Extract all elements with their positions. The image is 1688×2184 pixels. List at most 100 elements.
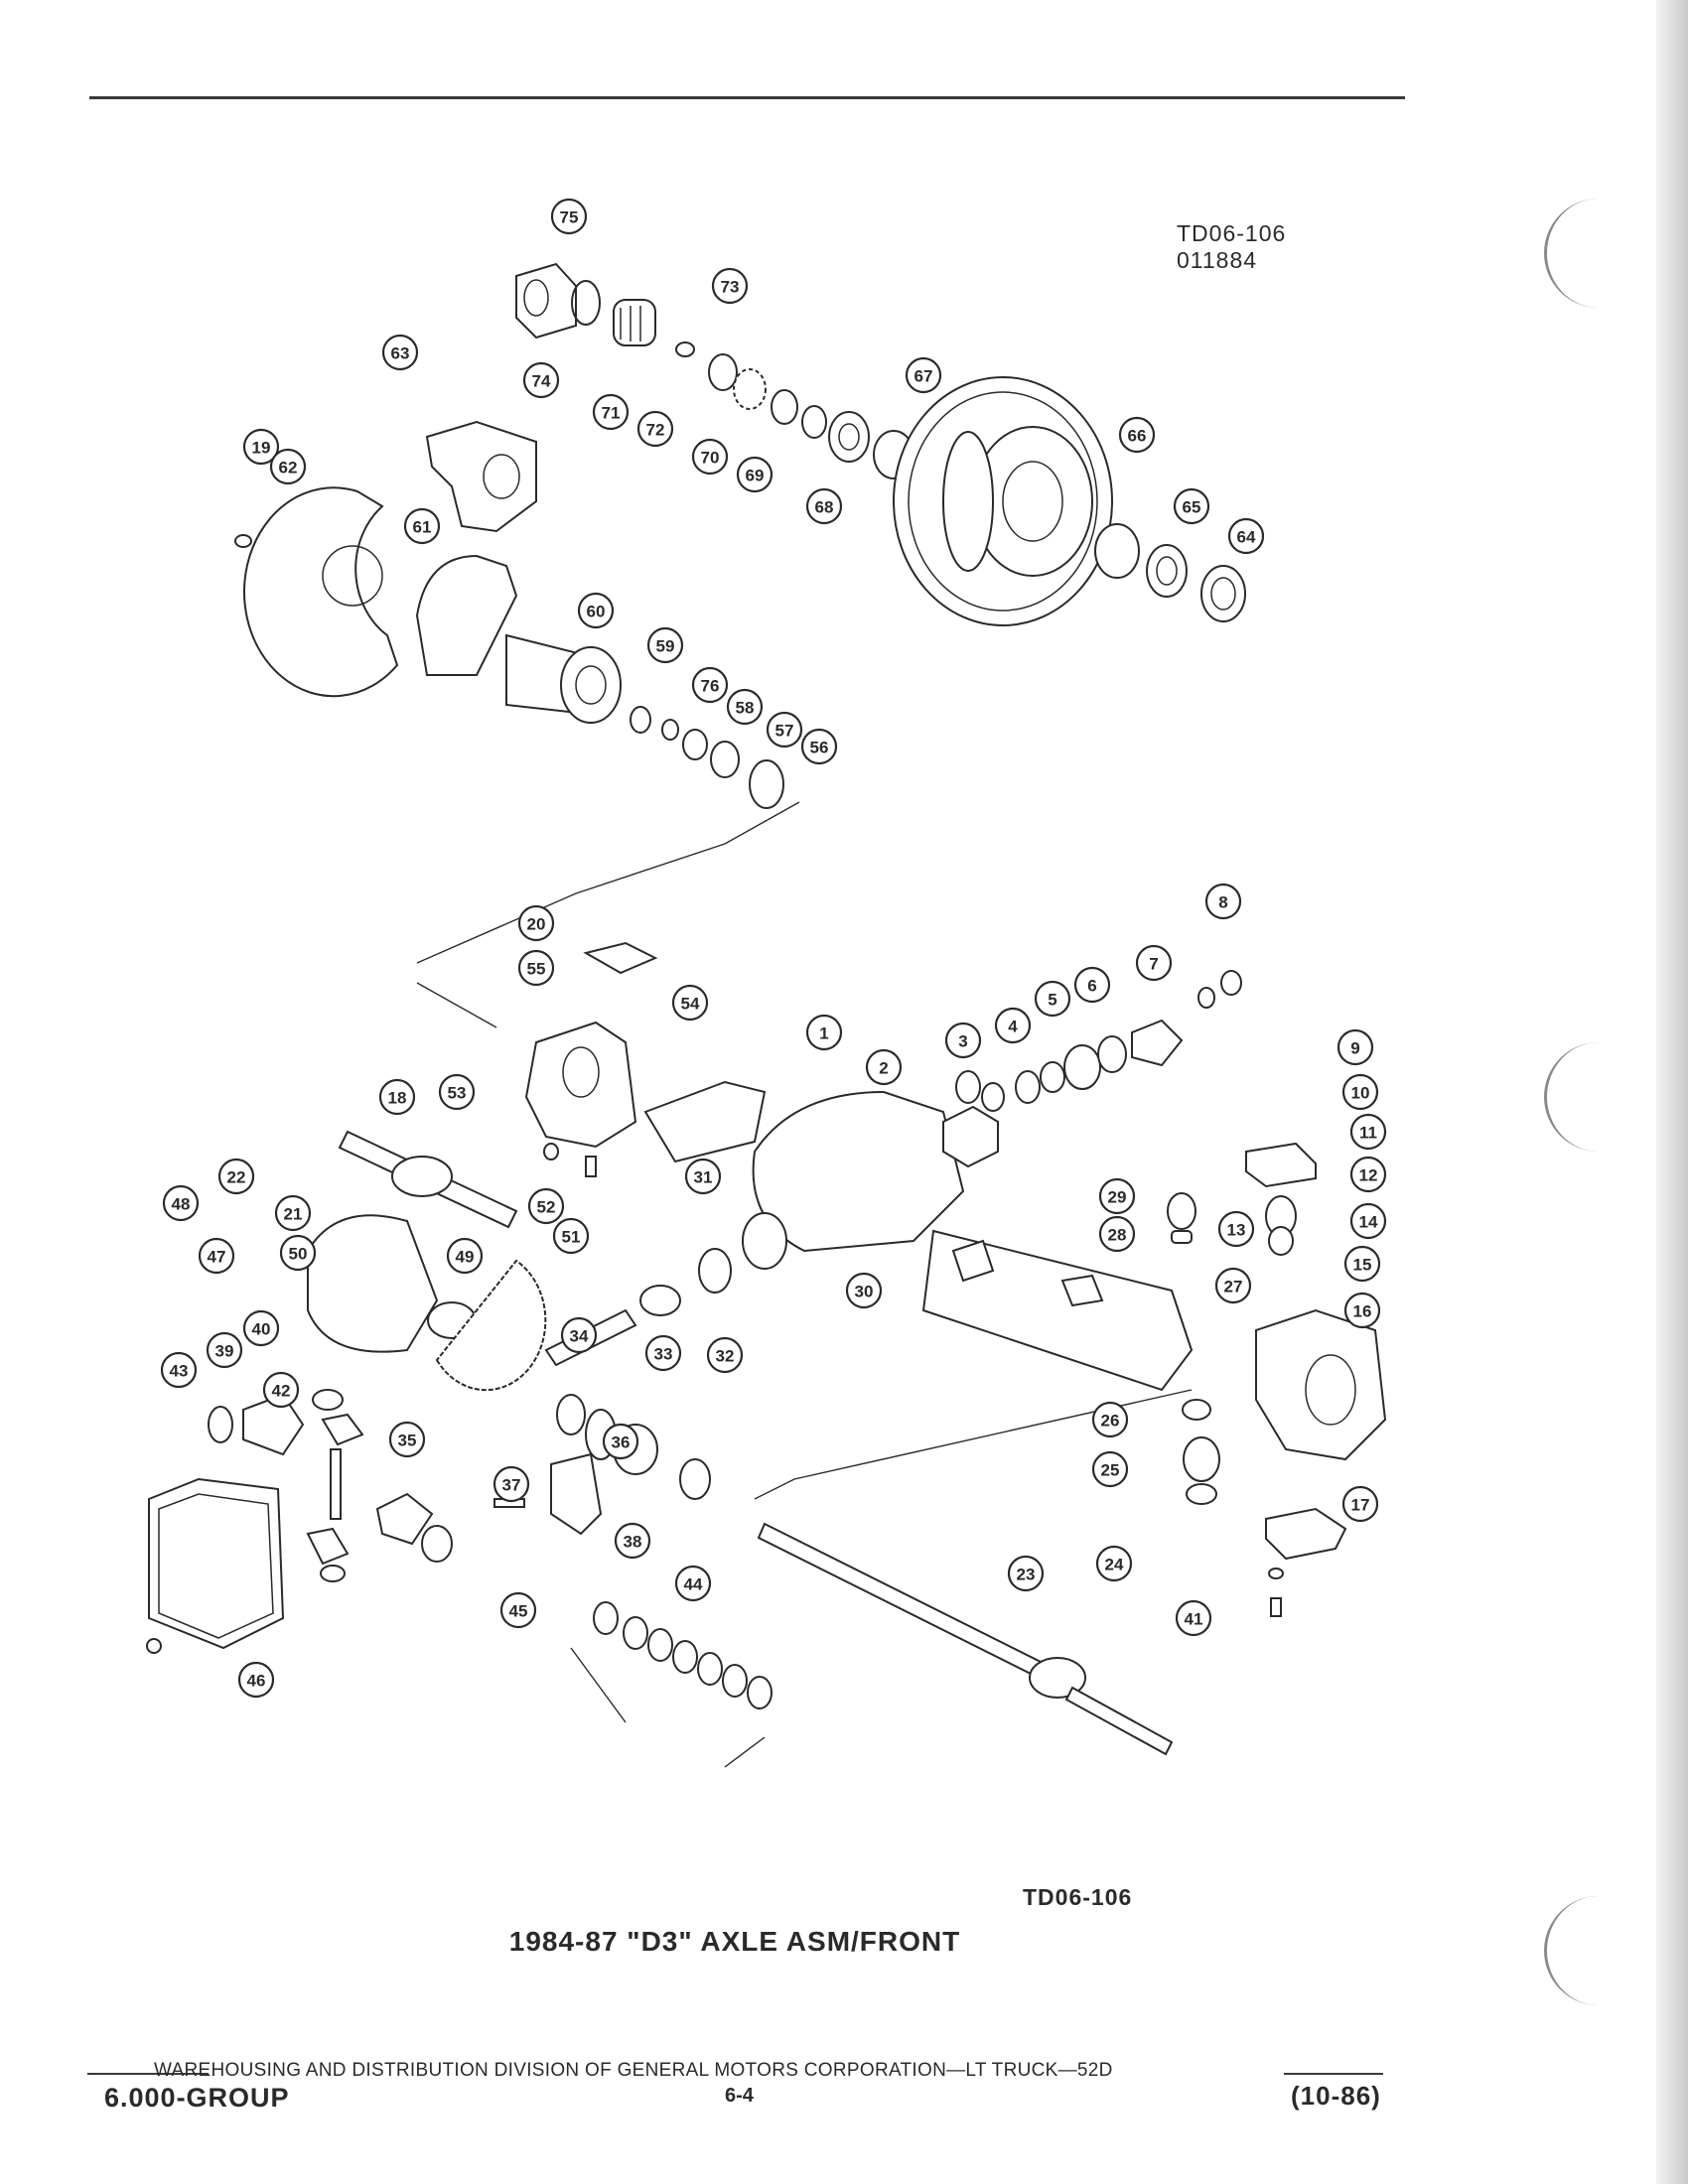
callout-number: 21 [284,1205,303,1224]
callout-balloon-15: 15 [1343,1245,1381,1283]
lower-ball-joint [1265,1507,1347,1561]
callout-balloon-11: 11 [1349,1113,1387,1151]
callout-number: 62 [279,459,298,478]
callout-balloon-6: 6 [1073,966,1111,1004]
callout-number: 53 [448,1084,467,1103]
callout-balloon-66: 66 [1118,416,1156,454]
callout-balloon-70: 70 [691,438,729,476]
callout-number: 1 [819,1024,828,1043]
callout-balloon-10: 10 [1341,1073,1379,1111]
callout-number: 41 [1185,1610,1203,1629]
callout-balloon-59: 59 [646,626,684,664]
callout-balloon-67: 67 [905,356,942,394]
footer-credit: WAREHOUSING AND DISTRIBUTION DIVISION OF… [154,2060,1113,2081]
callout-number: 75 [560,208,579,227]
callout-number: 38 [624,1533,642,1552]
callout-number: 16 [1353,1302,1372,1321]
callout-balloon-56: 56 [800,728,838,765]
callout-balloon-16: 16 [1343,1292,1381,1329]
callout-balloon-33: 33 [644,1334,682,1372]
callout-balloon-24: 24 [1095,1545,1133,1582]
callout-balloon-46: 46 [237,1661,275,1699]
binder-hole-top [1544,199,1617,308]
callout-number: 42 [272,1382,291,1401]
callout-balloon-13: 13 [1217,1210,1255,1248]
callout-number: 58 [736,699,755,718]
callout-balloon-63: 63 [381,334,419,371]
revision-date: (10-86) [1291,2081,1381,2111]
callout-number: 59 [656,637,675,656]
callout-number: 49 [456,1248,475,1267]
pinion-shaft [330,1448,342,1520]
callout-balloon-22: 22 [217,1158,255,1195]
callout-number: 37 [502,1476,521,1495]
drawing-ref-code: TD06-106 [1177,220,1287,246]
callout-balloon-19: 19 [242,428,280,466]
callout-number: 8 [1218,893,1227,912]
callout-balloon-7: 7 [1135,944,1173,982]
callout-balloon-20: 20 [517,904,555,942]
callout-balloon-53: 53 [438,1073,476,1111]
footer-rule-right [1284,2073,1383,2075]
callout-number: 39 [215,1342,234,1361]
callout-balloon-62: 62 [269,448,307,485]
callout-balloon-29: 29 [1098,1177,1136,1215]
callout-balloon-57: 57 [766,711,803,749]
side-gear-right [375,1492,434,1546]
binder-hole-middle [1544,1042,1617,1152]
callout-balloon-71: 71 [592,393,630,431]
callout-number: 4 [1008,1018,1018,1036]
callout-balloon-14: 14 [1349,1202,1387,1240]
callout-number: 48 [172,1195,191,1214]
callout-number: 14 [1359,1213,1378,1232]
callout-number: 72 [646,421,665,440]
callout-balloon-9: 9 [1336,1028,1374,1066]
callout-number: 44 [684,1575,703,1594]
callout-number: 24 [1105,1556,1124,1574]
caliper [425,420,537,533]
callout-balloon-1: 1 [805,1014,843,1051]
callout-balloon-30: 30 [845,1272,883,1309]
callout-balloon-34: 34 [560,1316,598,1354]
callout-number: 5 [1048,991,1056,1010]
callout-number: 55 [527,960,546,979]
callout-number: 11 [1359,1124,1377,1143]
callout-number: 19 [252,439,271,458]
header-rule [89,96,1405,99]
callout-number: 35 [398,1432,417,1450]
callout-number: 22 [227,1168,246,1187]
callout-number: 66 [1128,427,1147,446]
callout-number: 54 [681,995,700,1014]
differential-internals [146,1130,787,1768]
callout-balloon-61: 61 [403,507,441,545]
callout-balloon-54: 54 [671,984,709,1022]
callout-number: 76 [701,677,720,696]
callout-balloon-2: 2 [865,1048,903,1086]
callout-balloon-25: 25 [1091,1450,1129,1488]
callout-balloon-32: 32 [706,1336,744,1374]
callout-balloon-51: 51 [552,1217,590,1255]
hub-seal [1200,565,1246,622]
callout-balloon-45: 45 [499,1591,537,1629]
inner-bearing-cup [1094,523,1140,579]
right-steering-knuckle [1255,1308,1387,1461]
callout-number: 3 [958,1032,967,1051]
callout-balloon-50: 50 [279,1234,317,1272]
callout-number: 69 [746,467,765,485]
callout-balloon-26: 26 [1091,1401,1129,1438]
lock-nut [708,353,738,391]
callout-balloon-58: 58 [726,688,764,726]
callout-balloon-49: 49 [446,1237,484,1275]
hub-clutch-gear [613,299,656,346]
callout-balloon-5: 5 [1034,980,1071,1018]
callout-number: 74 [532,372,551,391]
group-number: 6.000-GROUP [104,2083,290,2113]
callout-number: 45 [509,1602,528,1621]
callout-number: 46 [247,1672,266,1691]
callout-balloon-48: 48 [162,1184,200,1222]
page-number: 6-4 [725,2085,754,2107]
callout-number: 34 [570,1327,589,1346]
callout-balloon-41: 41 [1175,1599,1212,1637]
callout-number: 2 [879,1059,888,1078]
callout-number: 52 [537,1198,556,1217]
